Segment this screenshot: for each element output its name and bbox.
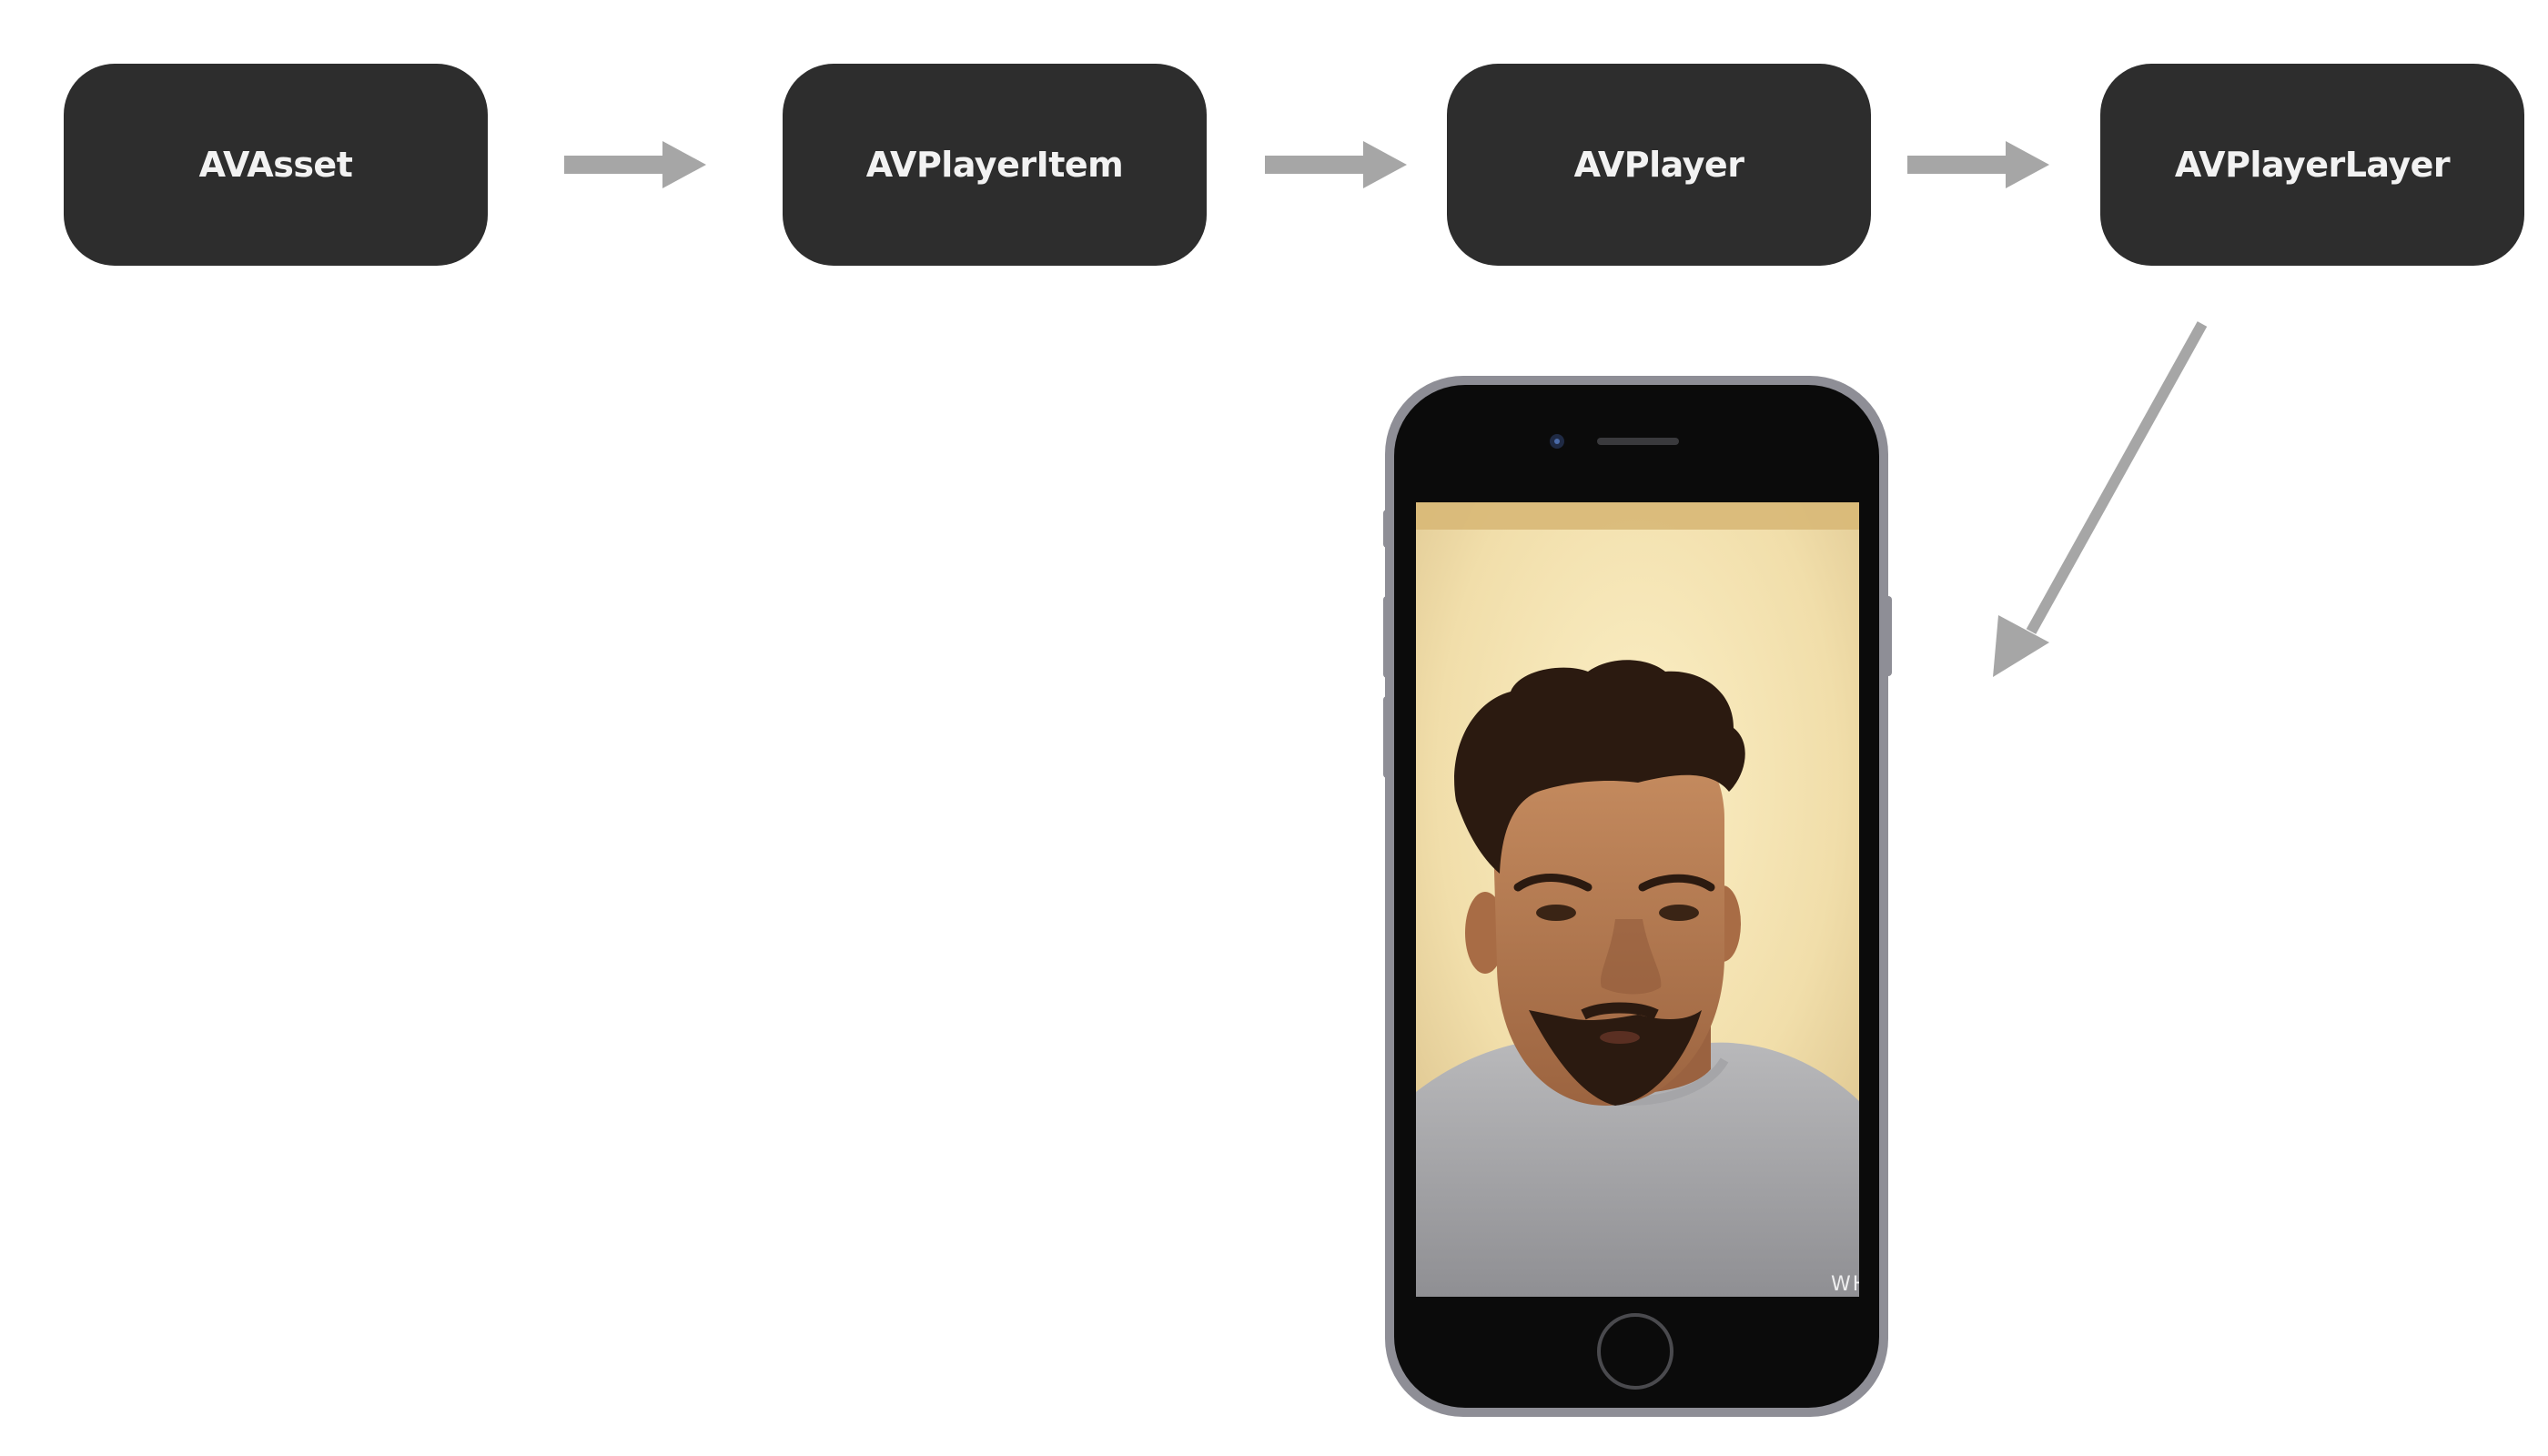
node-label: AVAsset xyxy=(198,145,353,185)
node-avplayeritem: AVPlayerItem xyxy=(783,64,1207,266)
video-screen: WHAL xyxy=(1416,502,1898,1297)
node-avasset: AVAsset xyxy=(64,64,488,266)
video-watermark: WHAL xyxy=(1831,1273,1898,1296)
arrow-asset-to-item xyxy=(564,141,706,188)
node-label: AVPlayer xyxy=(1573,145,1744,185)
node-label: AVPlayerLayer xyxy=(2174,145,2451,185)
arrow-player-to-layer xyxy=(1907,141,2049,188)
arrow-item-to-player xyxy=(1265,141,1407,188)
node-avplayerlayer: AVPlayerLayer xyxy=(2100,64,2524,266)
arrow-layer-to-phone xyxy=(1993,321,2208,677)
phone: WHAL xyxy=(1383,376,1898,1417)
home-button xyxy=(1597,1313,1673,1390)
speaker-grille xyxy=(1597,438,1679,445)
node-label: AVPlayerItem xyxy=(865,145,1124,185)
node-avplayer: AVPlayer xyxy=(1447,64,1871,266)
